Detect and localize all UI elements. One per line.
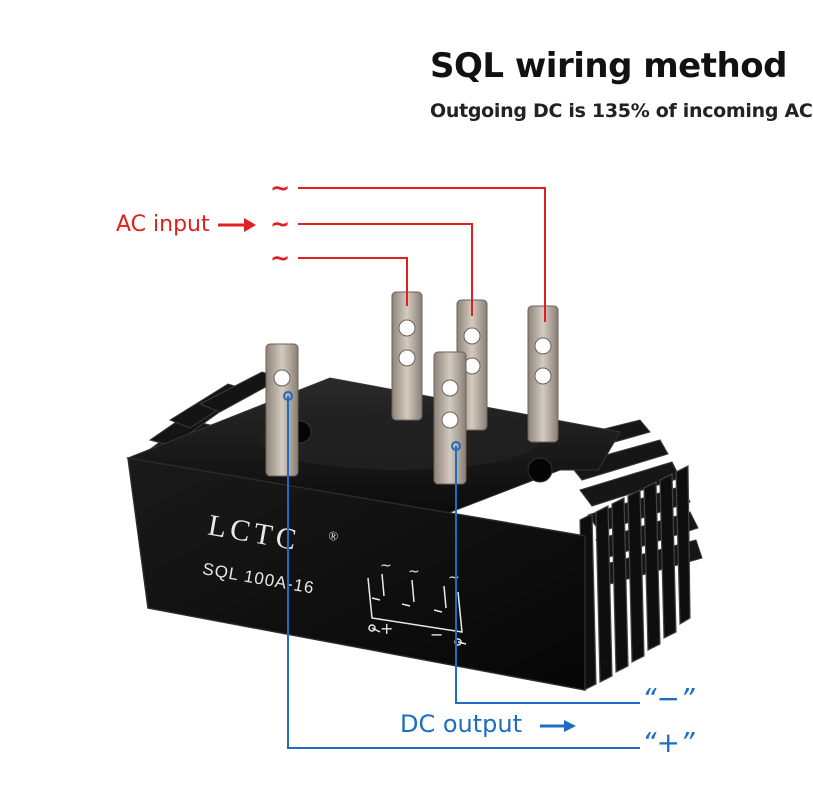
ac-wire-3 bbox=[298, 257, 408, 306]
schem-plus: + bbox=[380, 619, 393, 638]
dc-minus-label: “−” bbox=[642, 682, 695, 715]
dc-plus-terminal bbox=[265, 343, 299, 477]
ac-wires bbox=[298, 187, 546, 322]
ac-symbol-2: ~ bbox=[270, 210, 291, 238]
registered-mark: ® bbox=[327, 528, 339, 545]
terminals bbox=[265, 291, 559, 485]
dc-plus-label: “+” bbox=[642, 726, 695, 759]
dc-minus-contact bbox=[451, 441, 461, 451]
ac-terminal-3 bbox=[527, 305, 559, 443]
ac-wire-2 bbox=[298, 223, 473, 316]
dc-output-arrow-icon bbox=[540, 720, 576, 732]
device-front-face bbox=[127, 457, 586, 691]
ac-symbol-1: ~ bbox=[270, 174, 291, 202]
page-title: SQL wiring method bbox=[430, 46, 787, 86]
ac-terminal-1 bbox=[391, 291, 423, 421]
heatsink-fins bbox=[559, 419, 703, 691]
schem-minus: − bbox=[430, 625, 443, 644]
schem-ac-3: ~ bbox=[448, 570, 460, 586]
mounting-hole bbox=[527, 457, 553, 483]
dc-wire-plus bbox=[287, 396, 640, 749]
page-subtitle: Outgoing DC is 135% of incoming AC bbox=[430, 100, 813, 122]
dc-wire-minus bbox=[455, 446, 640, 704]
ac-input-arrow-icon bbox=[218, 218, 256, 232]
heatsink-left-fins bbox=[136, 371, 284, 465]
ac-symbol-3: ~ bbox=[270, 244, 291, 272]
bridge-schematic bbox=[367, 573, 467, 646]
schem-ac-2: ~ bbox=[408, 564, 420, 580]
schem-ac-1: ~ bbox=[380, 558, 392, 574]
dc-wires bbox=[287, 396, 640, 749]
ac-input-label: AC input bbox=[116, 212, 210, 237]
dc-minus-terminal bbox=[433, 351, 467, 485]
dc-plus-contact bbox=[283, 391, 293, 401]
ac-wire-1 bbox=[298, 187, 546, 322]
dc-output-label: DC output bbox=[400, 710, 523, 738]
